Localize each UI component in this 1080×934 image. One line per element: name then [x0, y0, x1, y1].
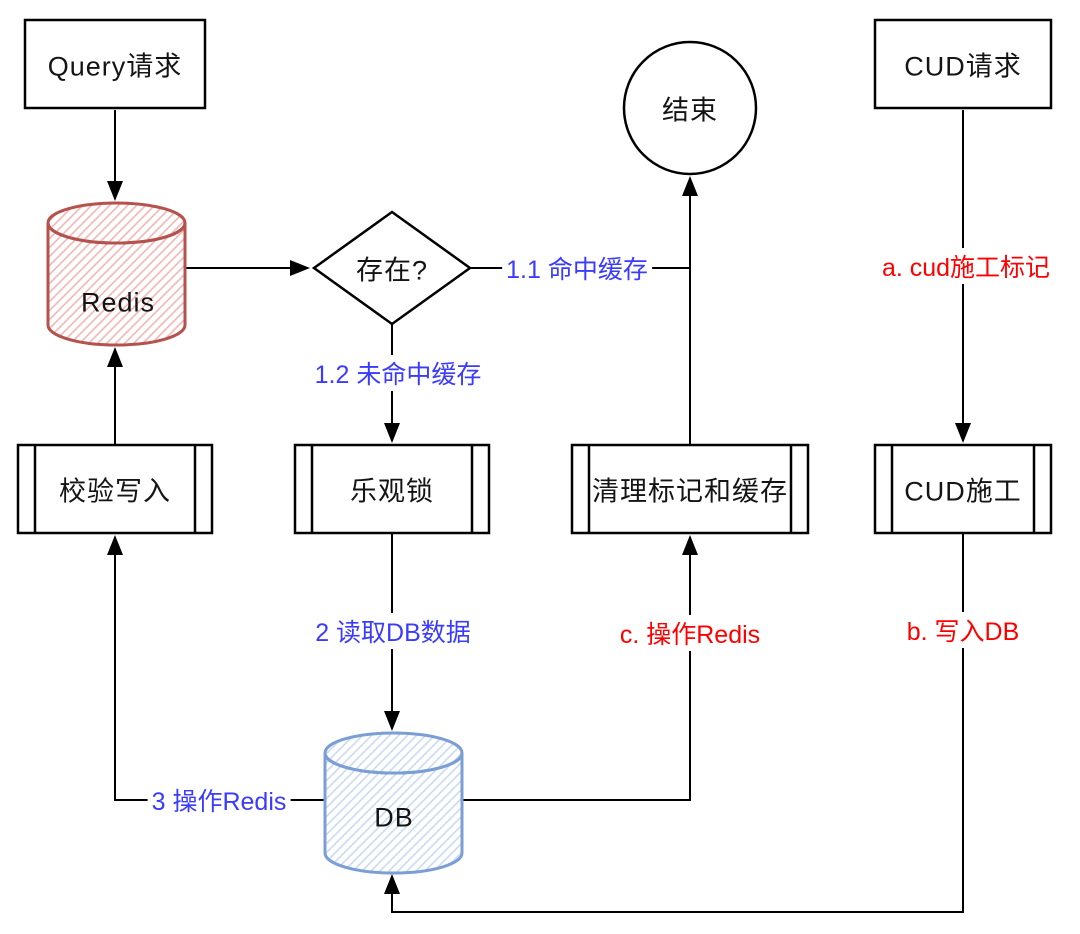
- lock-box-inner-lines: [310, 445, 474, 533]
- clean-redis-edge-label: c. 操作Redis: [615, 615, 765, 651]
- verify-box: [16, 443, 214, 535]
- lock-node-label: 乐观锁: [350, 476, 434, 507]
- lock-box: [293, 443, 491, 535]
- clean-node-label: 清理标记和缓存: [592, 476, 788, 507]
- cud-work-box-inner-lines: [890, 445, 1036, 533]
- cud-work-box: [873, 443, 1053, 535]
- hit-cache-edge-label: 1.1 命中缓存: [502, 250, 652, 286]
- node-group: [16, 18, 1053, 535]
- redis-node-label: Redis: [80, 287, 156, 318]
- clean-box-inner-lines: [587, 445, 793, 533]
- clean-box: [570, 443, 810, 535]
- edge-db-to-verify: [107, 535, 325, 801]
- write-db-edge-label: b. 写入DB: [902, 612, 1024, 648]
- verify-box-inner-lines: [33, 445, 197, 533]
- redis-cylinder: [46, 201, 187, 347]
- redis-cylinder-top: [46, 201, 187, 245]
- cud-node-label: CUD请求: [904, 51, 1022, 82]
- exists-node-label: 存在?: [355, 255, 429, 286]
- db-cylinder-top: [323, 731, 464, 775]
- cud-work-node-label: CUD施工: [904, 476, 1022, 507]
- end-node-label: 结束: [662, 95, 718, 126]
- edge-cudwork-to-db: [384, 533, 964, 913]
- query-box: [23, 18, 207, 110]
- exists-diamond: [311, 210, 473, 326]
- cud-mark-edge-label: a. cud施工标记: [877, 248, 1055, 284]
- miss-cache-edge-label: 1.2 未命中缓存: [310, 355, 486, 391]
- edge-db-to-clean: [462, 535, 698, 801]
- op-redis-edge-label: 3 操作Redis: [147, 782, 291, 818]
- cud-box: [873, 18, 1053, 110]
- db-node-label: DB: [374, 802, 414, 833]
- verify-node-label: 校验写入: [59, 476, 171, 507]
- read-db-edge-label: 2 读取DB数据: [311, 613, 475, 649]
- end-circle: [622, 40, 758, 176]
- db-cylinder: [323, 731, 464, 875]
- query-node-label: Query请求: [47, 51, 183, 82]
